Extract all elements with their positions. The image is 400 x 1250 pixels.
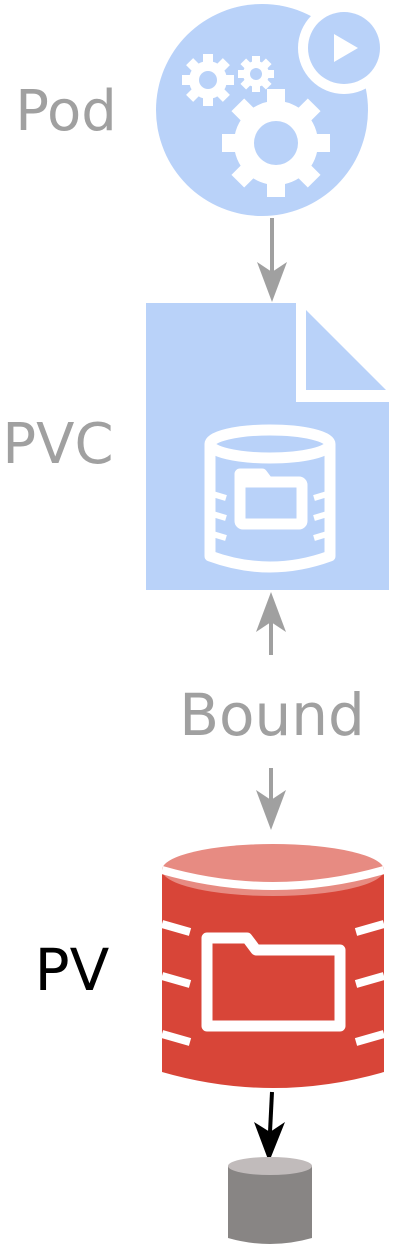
pv-to-storage-arrow (254, 1091, 285, 1162)
bound-to-pvc-arrow (256, 592, 286, 655)
storage-disk-icon (228, 1157, 312, 1244)
pod-gears-play-icon (156, 2, 390, 216)
pv-database-folder-icon (160, 844, 386, 1088)
pvc-document-database-icon (146, 303, 389, 590)
pod-to-pvc-arrow (257, 218, 287, 302)
bound-to-pv-arrow (256, 768, 286, 830)
pod-label: Pod (15, 79, 117, 144)
pv-label: PV (35, 936, 110, 1004)
pvc-label: PVC (2, 412, 113, 477)
bound-label: Bound (179, 681, 365, 749)
